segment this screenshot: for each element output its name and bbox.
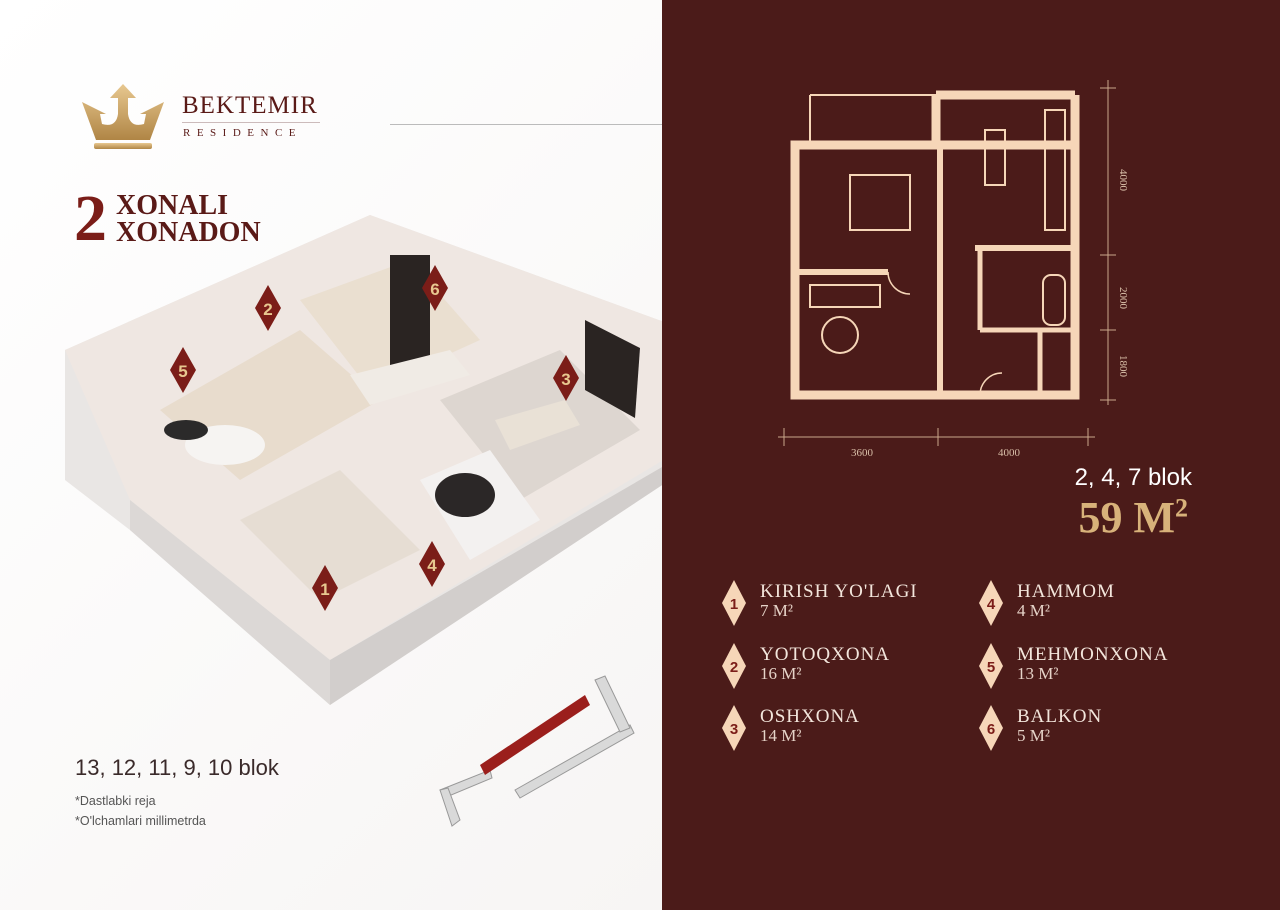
marker-1: 1 [312,565,338,611]
svg-text:3: 3 [561,370,570,389]
room-name: OSHXONA [760,706,860,727]
svg-text:6: 6 [987,721,995,738]
svg-text:6: 6 [430,280,439,299]
marker-4: 4 [419,541,445,587]
note-millimeters: *O'lchamlari millimetrda [75,814,206,828]
isometric-apartment-render [65,215,700,705]
room-count: 2 [74,182,107,255]
brand-name: BEKTEMIR [182,92,318,119]
room-area: 4 M² [1017,601,1050,620]
diamond-badge-icon: 3 [722,705,746,751]
right-blocks-label: 2, 4, 7 blok [1074,464,1192,491]
dim-3600-horizontal: 3600 [851,447,874,459]
marker-2: 2 [255,285,281,331]
marker-6: 6 [422,265,448,311]
diamond-badge-icon: 6 [979,705,1003,751]
dim-2000-vertical: 2000 [1117,287,1129,310]
left-panel: BEKTEMIR RESIDENCE 2 XONALI XONADON 5 2 … [0,0,700,910]
title-line-1: XONALI [116,190,229,221]
room-markers: 5 2 6 3 4 1 [170,265,579,611]
brand-divider [182,122,320,123]
dim-4000-horizontal: 4000 [998,447,1021,459]
title-line-2: XONADON [116,217,261,248]
crown-logo-icon [82,84,164,149]
left-blocks-label: 13, 12, 11, 9, 10 blok [75,755,279,780]
note-preliminary: *Dastlabki reja [75,794,156,808]
room-area: 7 M² [760,601,793,620]
room-area: 16 M² [760,664,802,683]
svg-text:2: 2 [730,659,738,676]
room-area: 5 M² [1017,726,1050,745]
marker-5: 5 [170,347,196,393]
svg-text:2: 2 [263,300,272,319]
room-name: YOTOQXONA [760,644,891,665]
room-name: HAMMOM [1017,581,1115,602]
marker-3: 3 [553,355,579,401]
diamond-badge-icon: 5 [979,643,1003,689]
svg-text:1: 1 [320,580,329,599]
dim-4000-vertical: 4000 [1117,169,1129,192]
svg-text:3: 3 [730,721,738,738]
right-panel: 4000 2000 1800 3600 4000 2, 4, 7 blok 59… [662,0,1280,910]
svg-text:5: 5 [987,659,995,676]
room-name: BALKON [1017,706,1103,727]
svg-text:5: 5 [178,362,187,381]
room-name: KIRISH YO'LAGI [760,581,918,602]
diamond-badge-icon: 4 [979,580,1003,626]
total-area: 59 M2 [1078,492,1188,543]
header-rule [390,124,662,125]
total-area-value: 59 M [1078,493,1175,542]
diamond-badge-icon: 2 [722,643,746,689]
room-name: MEHMONXONA [1017,644,1169,665]
svg-text:4: 4 [427,556,437,575]
page-title: XONALI XONADON [116,190,261,248]
svg-text:4: 4 [987,596,996,613]
room-area: 13 M² [1017,664,1059,683]
brand-subtitle: RESIDENCE [183,127,302,139]
diamond-badge-icon: 1 [722,580,746,626]
total-area-unit: 2 [1175,493,1188,523]
site-plan-map [439,675,635,827]
floor-plan: 4000 2000 1800 3600 4000 [778,80,1129,459]
room-area: 14 M² [760,726,802,745]
svg-text:1: 1 [730,596,738,613]
dim-1800-vertical: 1800 [1117,355,1129,378]
